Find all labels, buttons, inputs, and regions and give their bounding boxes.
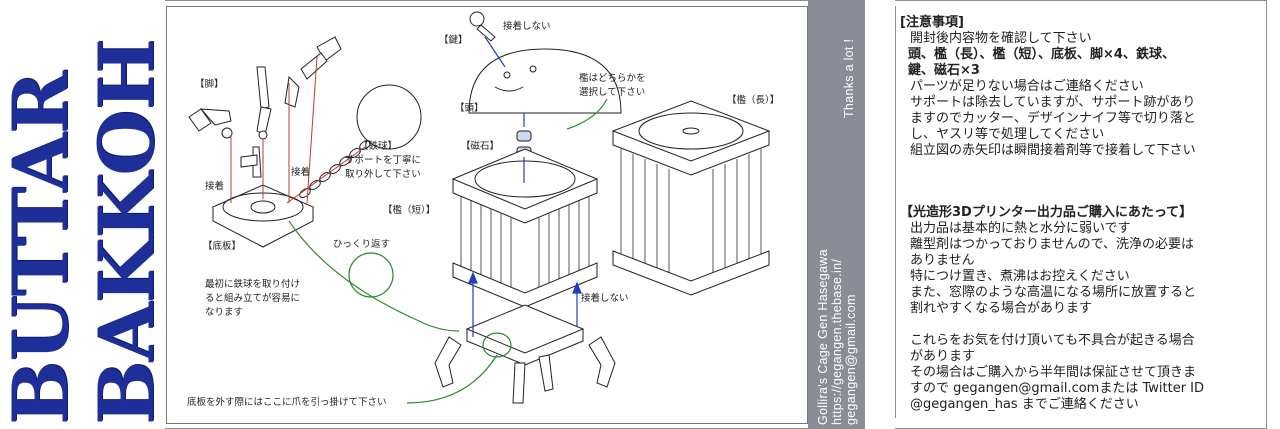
base-label: 【底板】 [203, 241, 242, 252]
notes-line: 出力品は基本的に熱と水分に弱いです [910, 221, 1131, 236]
notes-section1-title: [注意事項] [900, 15, 964, 30]
tip-line-3: なります [205, 307, 244, 318]
credit-line-1: Gollira's Cage Gen Hasegawa [816, 249, 830, 425]
cage-choice-note-2: 選択して下さい [579, 87, 646, 98]
tip-line-2: ると組み立てが容易に [205, 293, 301, 304]
magnet-label: 【磁石】 [461, 141, 500, 152]
credit-line-3: gegangen@gmail.com [844, 294, 858, 425]
notes-line: 開封後内容物を確認して下さい [910, 31, 1092, 46]
head-icon [468, 48, 622, 114]
base-with-legs-icon [434, 304, 616, 404]
right-margin [1266, 0, 1280, 429]
cage-long-label: 【檻（長）】 [727, 95, 780, 106]
iron-ball-label: 【鉄球】 [359, 141, 398, 152]
base-plate-icon [211, 184, 315, 248]
tip-line-1: 最初に鉄球を取り付け [205, 279, 301, 290]
thanks-text: Thanks a lot ! [842, 38, 856, 118]
cage-short-icon [451, 148, 599, 308]
credit-line-2: https://gegangen.thebase.in/ [830, 258, 844, 425]
notes-line: これらをお気を付け頂いても不具合が起きる場合 [910, 333, 1195, 348]
title-line-2: BAKKOH [82, 39, 165, 425]
parts-list-line-1: 頭、檻（長）、檻（短）、底板、脚×4、鉄球、 [908, 47, 1175, 62]
credits-column: Thanks a lot ! Gollira's Cage Gen Hasega… [808, 0, 865, 429]
notes-line: 特につけ置き、煮沸はお控えください [910, 269, 1130, 284]
notes-line: ますのでカッター、デザインナイフ等で切り落と [910, 111, 1196, 126]
notes-line: ありません [910, 253, 975, 268]
cage-choice-note-1: 檻はどちらかを [579, 73, 646, 84]
notes-line: 割れやすくなる場合があります [910, 301, 1093, 316]
notes-line: 離型剤はつかっておりませんので、洗浄の必要は [910, 237, 1195, 252]
assembly-diagram: 【鍵】 接着しない 【脚】 【鉄球】 サポートを丁寧に 取り外して下さい 【頭】… [166, 6, 808, 424]
glue-left-label: 接着 [205, 181, 225, 192]
title-line-1: BUTTAR [0, 72, 85, 425]
notes-line: し、ヤスリ等で処理してください [910, 127, 1105, 142]
key-label: 【鍵】 [439, 35, 468, 46]
cage-short-label: 【檻（短）】 [383, 205, 436, 216]
notes-line: また、窓際のような高温になる場所に放置すると [910, 285, 1197, 300]
notes-line: サポートは除去していますが、サポート跡があり [910, 95, 1196, 110]
notes-section2-title: 【光造形3Dプリンター出力品ご購入にあたって】 [900, 205, 1193, 220]
key-icon [469, 11, 496, 42]
parts-list-line-2: 鍵、磁石×3 [908, 63, 980, 78]
notes-line: 組立図の赤矢印は瞬間接着剤等で接着して下さい [910, 143, 1196, 158]
title-panel: BUTTAR BAKKOH [0, 0, 165, 429]
remove-base-hint: 底板を外す際にはここに爪を引っ掛けて下さい [187, 397, 387, 408]
support-note-2: 取り外して下さい [345, 169, 421, 180]
no-glue-top-label: 接着しない [503, 21, 551, 32]
flip-label: ひっくり返す [333, 239, 391, 250]
head-label: 【頭】 [455, 103, 484, 114]
notes-line: その場合はご購入から半年間は保証させて頂きま [910, 365, 1197, 380]
no-glue-bottom-label: 接着しない [581, 293, 629, 304]
glue-right-label: 接着 [291, 167, 311, 178]
notes-line: パーツが足りない場合はご連絡ください [910, 79, 1144, 94]
cage-long-icon [611, 100, 771, 296]
assembly-illustration [188, 11, 771, 404]
notes-panel: [注意事項] 開封後内容物を確認して下さい 頭、檻（長）、檻（短）、底板、脚×4… [895, 6, 1267, 418]
support-note-1: サポートを丁寧に [345, 155, 422, 166]
legs-label: 【脚】 [195, 79, 224, 90]
notes-line: があります [910, 349, 976, 364]
notes-line: すので gegangen@gmail.comまたは Twitter ID [910, 381, 1205, 396]
spacer [865, 0, 895, 429]
notes-line: @gegangen_has までご連絡ください [910, 397, 1139, 412]
legs-icon [188, 36, 342, 178]
